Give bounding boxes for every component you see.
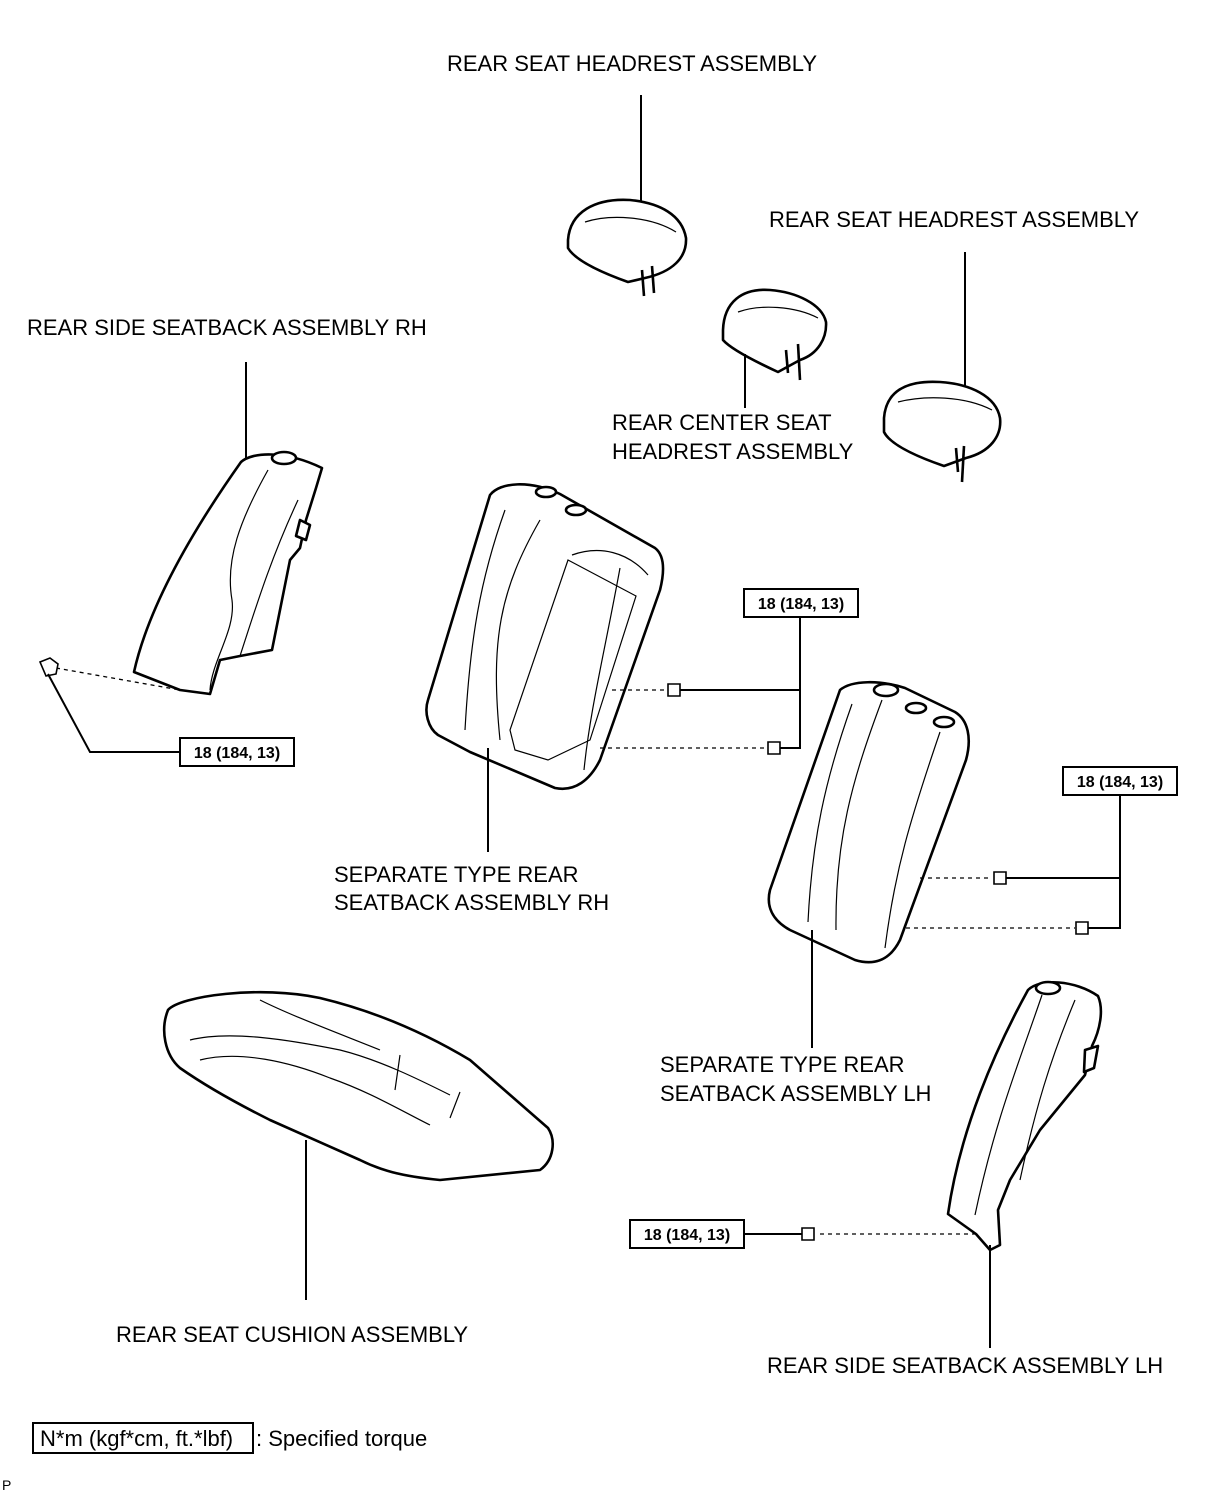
label-side-seatback-rh: REAR SIDE SEATBACK ASSEMBLY RH: [27, 315, 427, 340]
label-cushion: REAR SEAT CUSHION ASSEMBLY: [116, 1322, 468, 1347]
separate-type-seatback-rh: [425, 483, 665, 852]
rear-side-seatback-rh: [132, 362, 324, 696]
rear-side-seatback-lh: [946, 980, 1103, 1348]
label-center-headrest-line2: HEADREST ASSEMBLY: [612, 439, 854, 464]
separate-type-seatback-lh: [767, 680, 970, 1048]
torque-value: 18 (184, 13): [644, 1227, 730, 1244]
torque-box-side-rh: 18 (184, 13): [179, 737, 295, 767]
torque-box-seatback-rh: 18 (184, 13): [743, 588, 859, 618]
label-seatback-rh-line2: SEATBACK ASSEMBLY RH: [334, 890, 609, 915]
label-headrest-right: REAR SEAT HEADREST ASSEMBLY: [769, 207, 1139, 232]
torque-box-side-lh: 18 (184, 13): [629, 1219, 745, 1249]
bolts-seatback-rh: [600, 614, 801, 755]
rear-seat-headrest-top: [566, 95, 688, 297]
rear-seat-headrest-right: [882, 252, 1002, 483]
legend-unit-box: N*m (kgf*cm, ft.*lbf): [40, 1426, 233, 1451]
torque-box-seatback-lh: 18 (184, 13): [1062, 766, 1178, 796]
label-center-headrest-line1: REAR CENTER SEAT: [612, 410, 832, 435]
label-seatback-lh-line2: SEATBACK ASSEMBLY LH: [660, 1081, 931, 1106]
bolts-seatback-lh: [906, 796, 1121, 935]
rear-seat-cushion: [162, 990, 554, 1300]
torque-value: 18 (184, 13): [758, 596, 844, 613]
bolt-side-rh: [38, 657, 181, 753]
legend-description: : Specified torque: [256, 1426, 427, 1451]
label-headrest-top: REAR SEAT HEADREST ASSEMBLY: [447, 51, 817, 76]
label-seatback-lh-line1: SEPARATE TYPE REAR: [660, 1052, 905, 1077]
bolt-side-lh: [744, 1227, 980, 1241]
rear-center-seat-headrest: [721, 288, 828, 408]
legend: N*m (kgf*cm, ft.*lbf) : Specified torque: [32, 1422, 427, 1454]
label-seatback-rh-line1: SEPARATE TYPE REAR: [334, 862, 579, 887]
torque-value: 18 (184, 13): [1077, 774, 1163, 791]
torque-value: 18 (184, 13): [194, 745, 280, 762]
label-side-seatback-lh: REAR SIDE SEATBACK ASSEMBLY LH: [767, 1353, 1163, 1378]
corner-code: P: [2, 1477, 11, 1493]
